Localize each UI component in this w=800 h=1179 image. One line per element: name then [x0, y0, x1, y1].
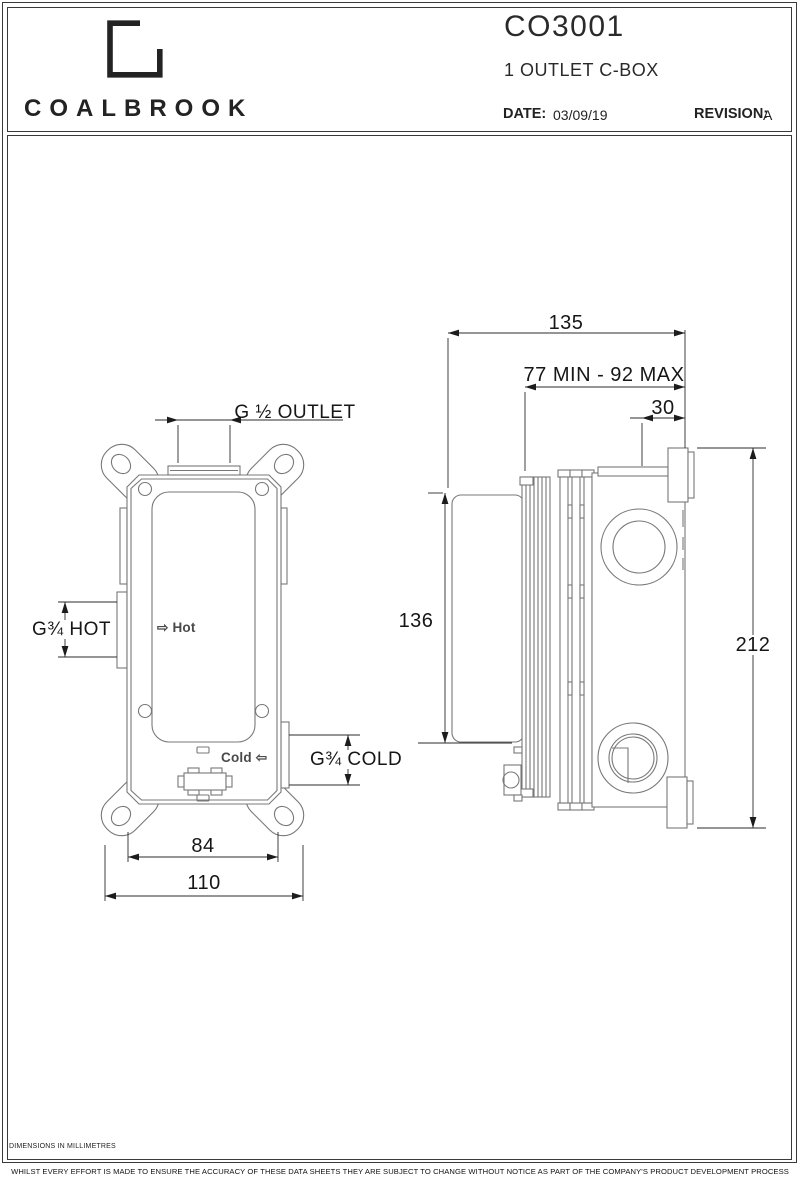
cold-flow-marking: Cold ⇦	[221, 751, 267, 765]
outlet-port-label: G ½ OUTLET	[234, 402, 356, 423]
cold-flow-text: Cold	[221, 750, 252, 765]
dim-adjust-range: 77 MIN - 92 MAX	[523, 364, 685, 386]
cold-port-label: G¾ COLD	[307, 750, 406, 769]
dim-hole-spacing: 84	[191, 835, 215, 857]
dim-overall-height: 212	[732, 635, 774, 655]
product-name: 1 OUTLET C-BOX	[504, 60, 659, 80]
date-label: DATE:	[503, 106, 547, 122]
revision-value: A	[763, 107, 773, 123]
hot-flow-text: Hot	[172, 620, 196, 635]
revision-label: REVISION:	[694, 106, 769, 122]
title-block-frame	[7, 7, 792, 132]
dim-plate: 30	[651, 397, 675, 419]
units-note: DIMENSIONS IN MILLIMETRES	[9, 1143, 116, 1150]
sheet-outer-border	[2, 2, 797, 1163]
brand-name: COALBROOK	[24, 95, 254, 122]
hot-flow-marking: ⇨ Hot	[157, 621, 196, 635]
hot-flow-arrow-icon: ⇨	[157, 620, 169, 635]
product-code: CO3001	[504, 10, 625, 43]
dim-overall-width: 110	[187, 872, 221, 894]
drawing-area-frame	[7, 135, 792, 1160]
cold-flow-arrow-icon: ⇦	[255, 750, 268, 765]
disclaimer: WHILST EVERY EFFORT IS MADE TO ENSURE TH…	[11, 1167, 789, 1176]
coalbrook-logo-icon	[107, 20, 163, 78]
dim-depth: 135	[548, 312, 584, 334]
dim-body-height: 136	[398, 610, 434, 632]
hot-port-label: G¾ HOT	[29, 620, 115, 639]
date-value: 03/09/19	[553, 107, 608, 123]
